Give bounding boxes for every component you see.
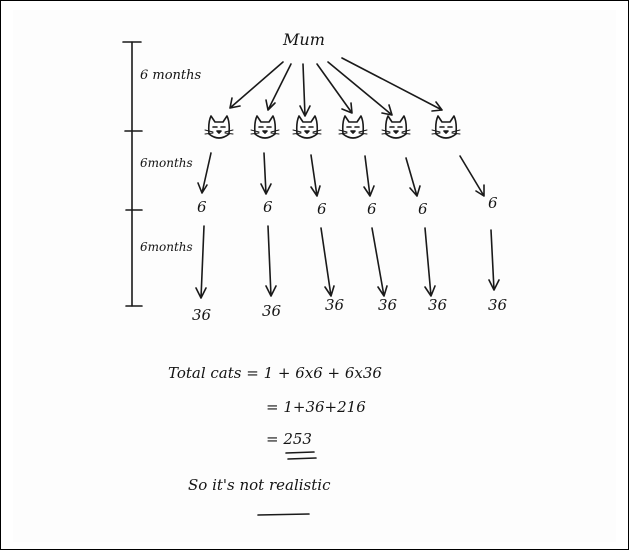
gen3-count-5: 36: [428, 296, 448, 314]
calc-result: 253: [283, 430, 312, 448]
arrow-icon: [341, 57, 443, 112]
arrow-icon: [363, 155, 375, 197]
arrow-icon: [459, 155, 485, 197]
gen3-count-2: 36: [262, 302, 282, 320]
paper-sheet: [13, 10, 616, 542]
arrow-icon: [195, 225, 207, 299]
arrow-icon: [299, 63, 311, 117]
arrows-gen3: [195, 225, 500, 299]
arrow-icon: [320, 227, 335, 297]
arrow-icon: [327, 61, 393, 116]
arrow-icon: [229, 61, 284, 109]
mum-label: Mum: [283, 30, 325, 49]
gen3-count-4: 36: [378, 296, 398, 314]
cat-face-icon: [292, 115, 322, 139]
arrow-icon: [424, 227, 436, 297]
cat-face-icon: [338, 115, 368, 139]
gen2-count-3: 6: [317, 200, 327, 218]
cat-face-icon: [381, 115, 411, 139]
gen2-count-1: 6: [197, 198, 207, 216]
arrow-icon: [260, 152, 272, 195]
arrow-icon: [405, 157, 421, 197]
calc-line-3: = 253: [266, 430, 312, 448]
gen2-count-6: 6: [488, 194, 498, 212]
arrow-icon: [371, 227, 388, 297]
conclusion-text: So it's not realistic: [188, 476, 331, 494]
kittens: [204, 115, 461, 139]
gen3-count-3: 36: [325, 296, 345, 314]
arrow-icon: [265, 225, 277, 297]
gen3-count-6: 36: [488, 296, 508, 314]
cat-face-icon: [204, 115, 234, 139]
timeline-bracket-icon: [122, 41, 143, 307]
arrows-gen2: [197, 152, 485, 197]
arrow-icon: [197, 152, 212, 194]
generation-label-2: 6months: [140, 156, 193, 170]
arrow-icon: [310, 154, 321, 197]
gen3-count-1: 36: [192, 306, 212, 324]
cat-face-icon: [431, 115, 461, 139]
arrows-mum-to-kittens: [229, 57, 443, 117]
arrow-icon: [316, 63, 353, 114]
gen2-count-2: 6: [263, 198, 273, 216]
calc-line-3-prefix: =: [266, 430, 284, 448]
arrow-icon: [488, 229, 500, 291]
cat-face-icon: [250, 115, 280, 139]
arrow-icon: [265, 63, 292, 111]
calc-line-2: = 1+36+216: [266, 398, 366, 416]
generation-label-3: 6months: [140, 240, 193, 254]
result-underline: [285, 451, 317, 460]
generation-label-1: 6 months: [140, 68, 202, 83]
calc-line-1: Total cats = 1 + 6x6 + 6x36: [168, 364, 382, 382]
gen2-count-5: 6: [418, 200, 428, 218]
final-underline: [257, 513, 310, 516]
gen2-count-4: 6: [367, 200, 377, 218]
